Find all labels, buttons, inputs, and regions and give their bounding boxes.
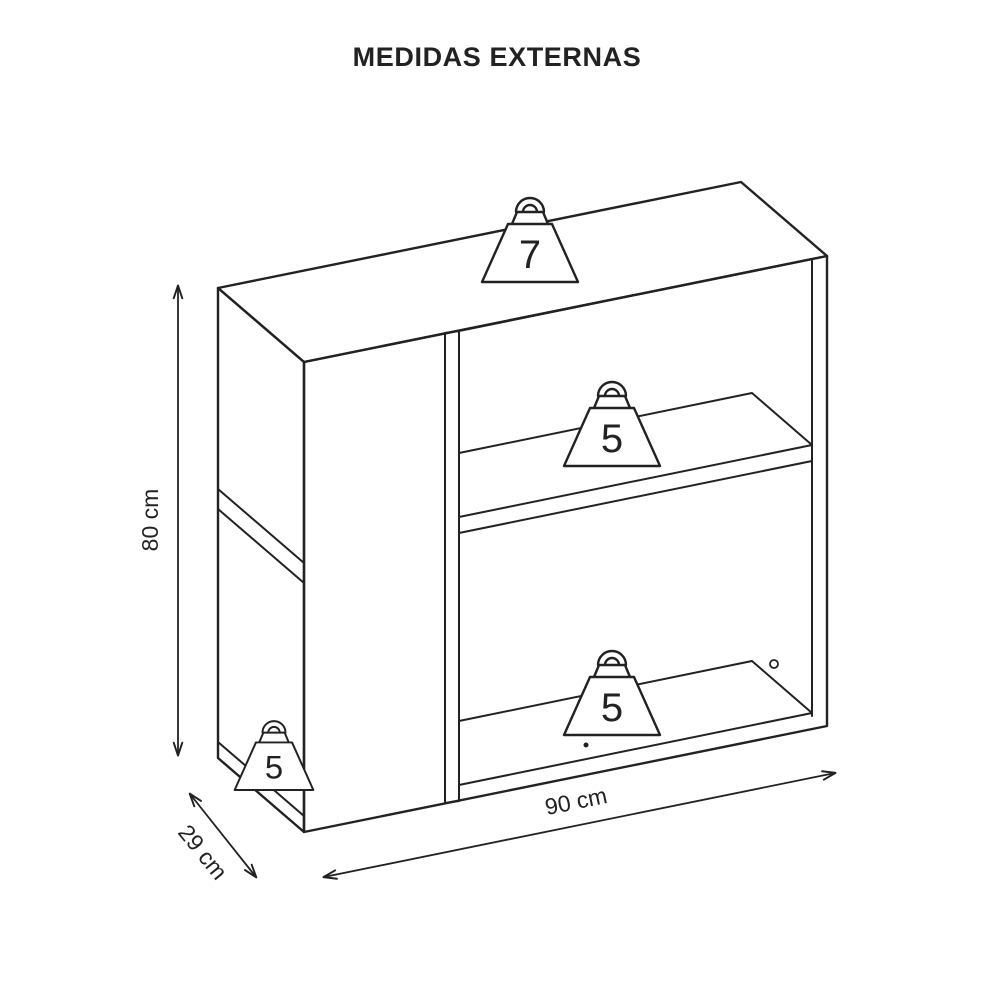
weight-icon-bottom-left: 5 bbox=[233, 720, 315, 791]
width-dimension: 90 cm bbox=[322, 770, 837, 880]
cabinet-drawing bbox=[216, 180, 829, 834]
weight-icon-shelf: 5 bbox=[562, 380, 662, 468]
height-dimension: 80 cm bbox=[137, 284, 184, 757]
depth-dimension-label: 29 cm bbox=[173, 820, 233, 885]
width-dimension-arrow bbox=[322, 770, 837, 880]
middle-shelf bbox=[458, 392, 813, 534]
page-title: MEDIDAS EXTERNAS bbox=[353, 42, 642, 72]
depth-dimension: 29 cm bbox=[173, 792, 258, 885]
cabinet-interior bbox=[217, 258, 813, 817]
assembly-hole-icon bbox=[769, 659, 779, 669]
weight-value-label: 5 bbox=[601, 686, 623, 730]
weight-body-icon bbox=[480, 196, 580, 284]
weight-value-label: 7 bbox=[519, 233, 541, 277]
weight-body-icon bbox=[562, 649, 662, 737]
assembly-dot-icon bbox=[583, 742, 589, 748]
cabinet-front-face bbox=[302, 254, 829, 834]
weight-value-label: 5 bbox=[265, 749, 283, 786]
depth-dimension-arrow bbox=[188, 792, 258, 879]
weight-icon-top: 7 bbox=[480, 196, 580, 284]
interior-ceiling-edge bbox=[458, 258, 813, 332]
weight-body-icon bbox=[562, 380, 662, 468]
weight-value-label: 5 bbox=[601, 417, 623, 461]
weight-body-icon bbox=[233, 720, 315, 791]
height-dimension-label: 80 cm bbox=[137, 489, 163, 552]
divider-panel bbox=[444, 330, 460, 804]
weight-icon-bottom-right: 5 bbox=[562, 649, 662, 737]
side-shelf-edge bbox=[217, 488, 305, 584]
width-dimension-label: 90 cm bbox=[543, 782, 610, 820]
